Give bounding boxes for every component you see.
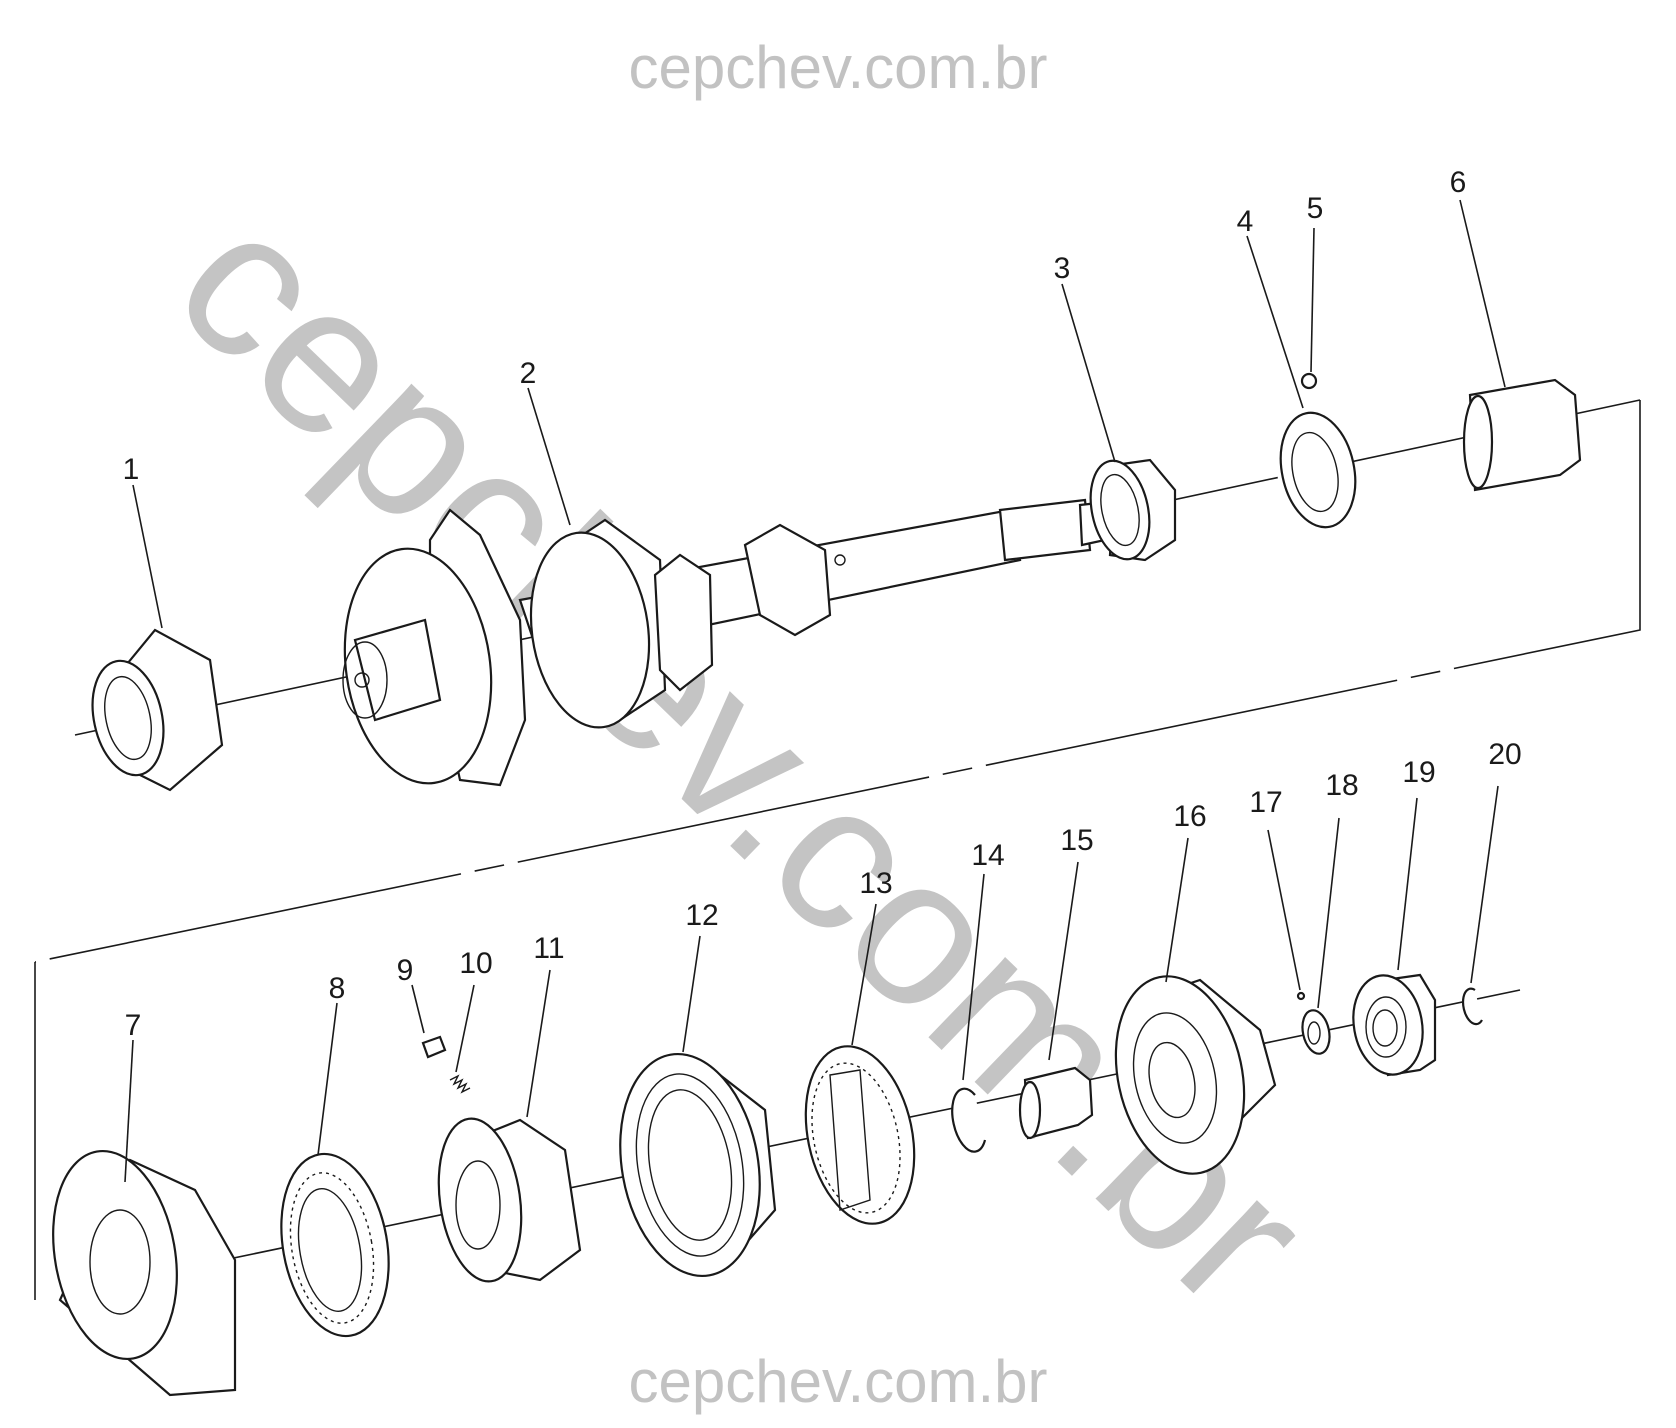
callout-8: 8: [329, 972, 346, 1005]
snap-ring-rear: [1461, 987, 1483, 1026]
callout-1: 1: [123, 453, 140, 486]
callout-9: 9: [397, 954, 414, 987]
watermark-top: cepchev.com.br: [628, 34, 1047, 101]
reverse-gear: [1114, 975, 1277, 1175]
callout-14: 14: [971, 839, 1004, 872]
snap-ring-front: [951, 1087, 987, 1153]
callout-17: 17: [1249, 786, 1282, 819]
callout-13: 13: [859, 867, 892, 900]
thrust-washer: [1301, 1009, 1331, 1055]
synchro-key: [421, 1035, 447, 1059]
callout-4: 4: [1237, 205, 1254, 238]
callout-7: 7: [125, 1009, 142, 1042]
blocking-ring-rear: [804, 1045, 916, 1225]
blocking-ring-front: [280, 1152, 390, 1338]
assembly-frame: [34, 400, 1641, 1300]
needle-bearing-lower: [1018, 1066, 1094, 1140]
countershaft-gear-cluster: [342, 498, 1130, 787]
callout-10: 10: [459, 947, 492, 980]
synchro-spring: [449, 1074, 471, 1094]
callout-3: 3: [1054, 252, 1071, 285]
tapered-bearing-front: [91, 628, 224, 792]
callout-6: 6: [1450, 166, 1467, 199]
callout-18: 18: [1325, 769, 1358, 802]
leader-lines: [124, 199, 1506, 1183]
check-ball: [1300, 372, 1318, 390]
needle-bearing-upper: [1462, 378, 1582, 492]
tapered-bearing-rear: [1089, 458, 1177, 562]
locating-ball: [1296, 991, 1306, 1001]
callout-20: 20: [1488, 738, 1521, 771]
callout-19: 19: [1402, 756, 1435, 789]
ball-bearing: [1352, 973, 1437, 1077]
watermark-bottom: cepchev.com.br: [628, 1348, 1047, 1415]
callout-12: 12: [685, 899, 718, 932]
synchronizer-sleeve: [619, 1052, 777, 1278]
callout-5: 5: [1307, 192, 1324, 225]
helical-gear-lower: [52, 1149, 237, 1397]
callout-11: 11: [533, 932, 564, 965]
callout-16: 16: [1173, 800, 1206, 833]
callout-15: 15: [1060, 824, 1093, 857]
callout-2: 2: [520, 357, 537, 390]
bearing-cup: [1279, 411, 1357, 529]
synchronizer-hub: [437, 1117, 582, 1283]
